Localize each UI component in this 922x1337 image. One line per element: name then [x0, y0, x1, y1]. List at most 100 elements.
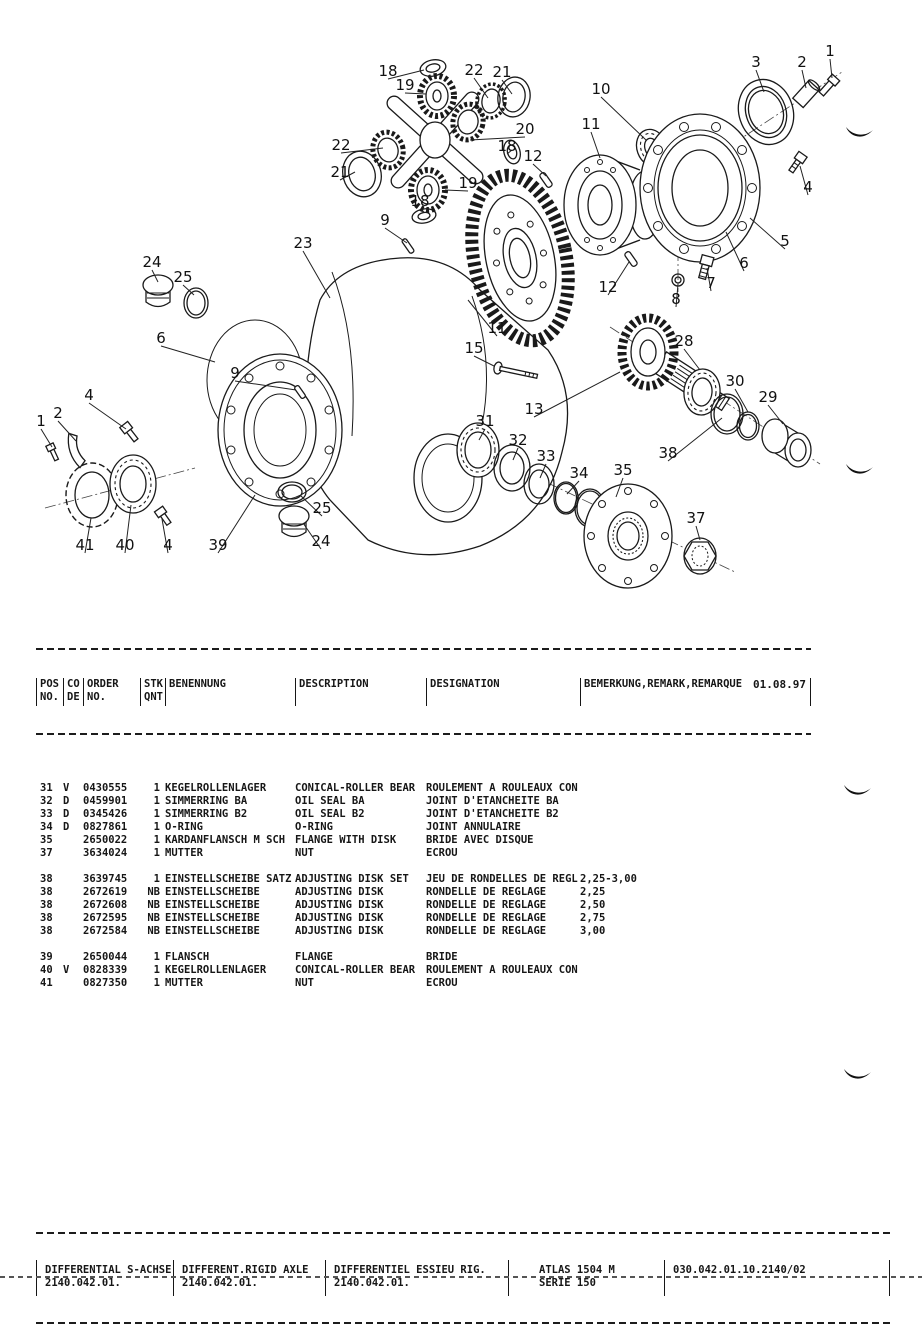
cell-qty: 1	[153, 795, 160, 807]
part-screw-7	[697, 253, 715, 281]
part-bearing-28	[683, 368, 721, 416]
callout-label-18: 18	[378, 62, 397, 80]
callout-label-2: 2	[53, 404, 63, 422]
callout-leader	[299, 494, 323, 517]
callout-leader	[539, 463, 547, 479]
part-bolt-4-left	[118, 420, 139, 443]
cell-remark	[580, 821, 811, 834]
title-block-line1: DIFFERENTIAL S-ACHSE	[45, 1264, 172, 1276]
cell-qty: 1	[153, 808, 160, 820]
callout-label-18: 18	[497, 137, 516, 155]
cell-description: ADJUSTING DISK	[295, 912, 384, 924]
cell-code	[63, 886, 83, 899]
cell-order: 2650022	[83, 834, 128, 846]
callout-label-38: 38	[658, 444, 677, 462]
cell-pos: 31	[40, 782, 53, 794]
cell-designation: RONDELLE DE REGLAGE	[426, 899, 547, 911]
cell-qty: 1	[153, 977, 160, 989]
cell-order: 2672584	[83, 925, 128, 937]
cell-code: D	[63, 795, 70, 807]
callout-label-6: 6	[739, 254, 749, 272]
cell-code: V	[63, 964, 70, 976]
cell-designation: JOINT D'ETANCHEITE B2	[426, 808, 559, 820]
callout-label-18: 18	[410, 192, 429, 210]
cell-pos: 38	[40, 912, 53, 924]
callout-label-28: 28	[674, 332, 693, 350]
cell-pos: 37	[40, 847, 53, 859]
cell-description: ADJUSTING DISK	[295, 899, 384, 911]
col-header-description: DESCRIPTION	[295, 678, 426, 706]
cell-description: ADJUSTING DISK SET	[295, 873, 409, 885]
cell-order: 0430555	[83, 782, 128, 794]
callout-label-39: 39	[208, 536, 227, 554]
callout-leader	[725, 231, 745, 272]
callout-label-24: 24	[311, 532, 330, 550]
table-header-rule	[36, 733, 811, 735]
callout-label-12: 12	[523, 147, 542, 165]
cell-designation: ROULEMENT A ROULEAUX CON	[426, 964, 578, 976]
callout-label-10: 10	[591, 80, 610, 98]
cell-description: FLANGE WITH DISK	[295, 834, 397, 846]
part-seal-33	[523, 463, 555, 505]
callout-leader	[706, 267, 712, 292]
table-top-rule	[36, 648, 811, 650]
cell-benennung: O-RING	[165, 821, 203, 833]
cell-order: 0828339	[83, 964, 128, 976]
cell-description: NUT	[295, 977, 314, 989]
callout-leader	[160, 345, 216, 363]
cell-pos: 35	[40, 834, 53, 846]
part-side-gear-22-left	[370, 129, 406, 171]
cell-designation: ROULEMENT A ROULEAUX CON	[426, 782, 578, 794]
cell-description: OIL SEAL B2	[295, 808, 365, 820]
part-flange-35	[583, 483, 673, 589]
cell-order: 2650044	[83, 951, 128, 963]
callout-leader	[84, 517, 92, 554]
callout-label-13: 13	[524, 400, 543, 418]
callout-label-37: 37	[686, 509, 705, 527]
cell-description: ADJUSTING DISK	[295, 886, 384, 898]
part-axle-housing	[304, 257, 569, 556]
part-seal-25-bottom	[277, 481, 307, 503]
callout-leader	[506, 149, 513, 155]
callout-leader	[829, 58, 833, 79]
cell-remark	[580, 977, 811, 990]
callout-label-1: 1	[36, 412, 46, 430]
callout-leader	[302, 250, 331, 299]
cell-pos: 38	[40, 899, 53, 911]
part-ring-21-left	[342, 150, 382, 198]
callout-label-8: 8	[671, 290, 681, 308]
cell-benennung: KEGELROLLENLAGER	[165, 964, 267, 976]
callout-leader	[590, 131, 601, 159]
cell-designation: BRIDE AVEC DISQUE	[426, 834, 534, 846]
cell-code: D	[63, 808, 70, 820]
callout-label-21: 21	[492, 63, 511, 81]
callout-label-30: 30	[725, 372, 744, 390]
callout-leader	[512, 447, 519, 461]
cell-code	[63, 912, 83, 925]
part-side-gear-19-right	[450, 101, 486, 143]
cell-benennung: SIMMERRING BA	[165, 795, 248, 807]
cell-qty: NB	[147, 912, 160, 924]
callout-leader	[767, 404, 784, 425]
cell-qty: 1	[153, 951, 160, 963]
cell-designation: ECROU	[426, 977, 458, 989]
cell-benennung: EINSTELLSCHEIBE	[165, 925, 260, 937]
callout-leader	[734, 388, 749, 413]
callout-label-29: 29	[758, 388, 777, 406]
callout-label-15: 15	[464, 339, 483, 357]
callout-leader	[151, 269, 159, 283]
callout-leader	[124, 504, 132, 554]
callout-leader	[384, 227, 408, 244]
cell-remark: 2,25-3,00	[580, 873, 637, 885]
cell-pos: 34	[40, 821, 53, 833]
callout-leader	[182, 284, 195, 296]
cell-code	[63, 834, 83, 847]
part-pin-12-upper	[539, 172, 553, 188]
